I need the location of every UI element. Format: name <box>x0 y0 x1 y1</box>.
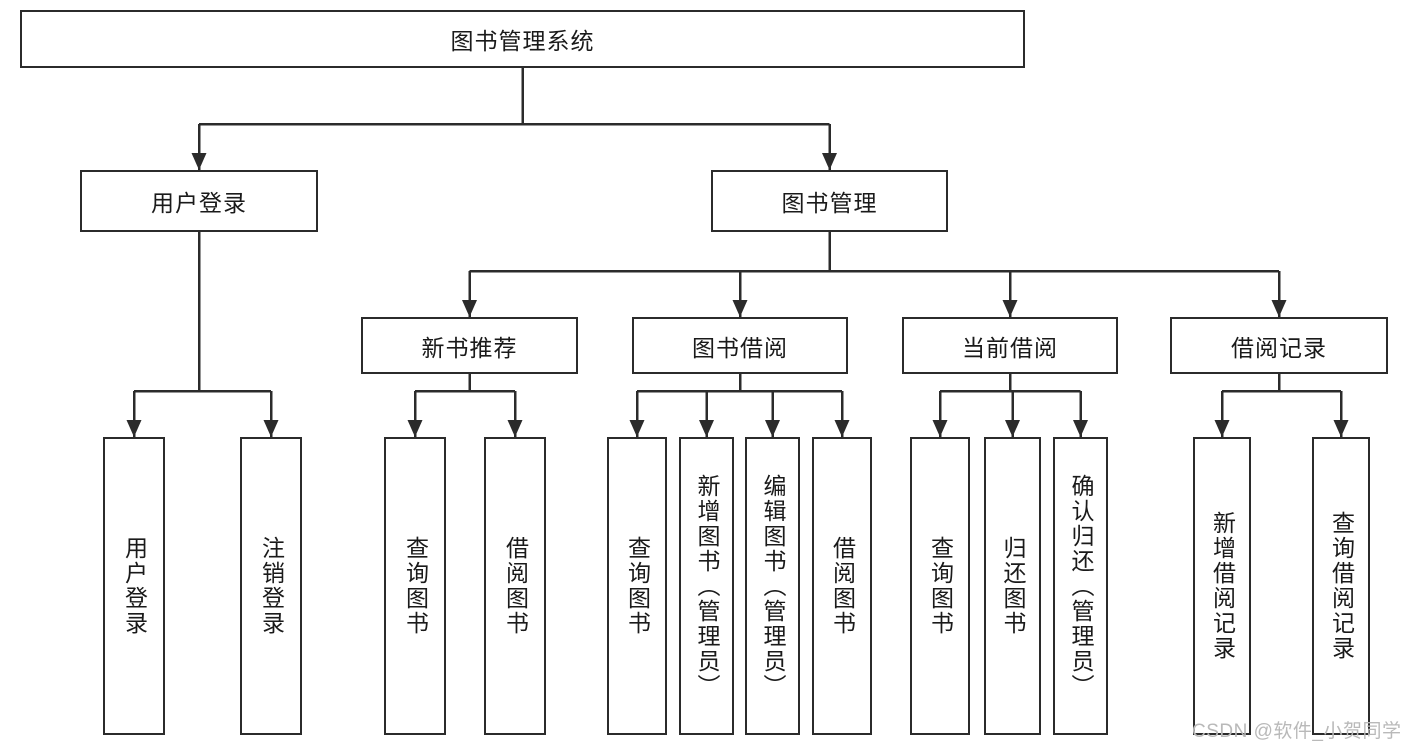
node-label: 借阅图书 <box>829 536 856 636</box>
node-label: 确认归还（管理员） <box>1068 473 1094 699</box>
node-label: 查询借阅记录 <box>1328 511 1355 661</box>
node-label: 注销登录 <box>258 536 285 636</box>
node-user-login[interactable]: 用户登录 <box>80 170 318 232</box>
node-leaf-borrow-book-1[interactable]: 借阅图书 <box>484 437 546 735</box>
node-label: 用户登录 <box>151 190 247 216</box>
node-book-borrow[interactable]: 图书借阅 <box>632 317 848 374</box>
node-label: 当前借阅 <box>962 334 1058 361</box>
node-label: 新书推荐 <box>421 334 518 361</box>
node-leaf-edit-book[interactable]: 编辑图书（管理员） <box>745 437 800 735</box>
node-new-book-recommend[interactable]: 新书推荐 <box>361 317 578 374</box>
node-label: 图书借阅 <box>692 334 788 361</box>
node-leaf-query-book-1[interactable]: 查询图书 <box>384 437 446 735</box>
node-label: 借阅记录 <box>1231 334 1327 361</box>
node-label: 归还图书 <box>1000 536 1026 636</box>
node-label: 编辑图书（管理员） <box>760 473 786 699</box>
node-leaf-query-book-2[interactable]: 查询图书 <box>607 437 667 735</box>
node-borrow-record[interactable]: 借阅记录 <box>1170 317 1388 374</box>
node-label: 查询图书 <box>927 536 954 636</box>
node-leaf-user-logout[interactable]: 注销登录 <box>240 437 302 735</box>
node-label: 查询图书 <box>624 536 651 636</box>
node-label: 新增借阅记录 <box>1209 511 1236 661</box>
node-label: 查询图书 <box>402 536 429 636</box>
node-leaf-add-book[interactable]: 新增图书（管理员） <box>679 437 734 735</box>
watermark: CSDN @软件_小贺同学 <box>1192 721 1402 742</box>
node-leaf-add-borrow-record[interactable]: 新增借阅记录 <box>1193 437 1251 735</box>
node-current-borrow[interactable]: 当前借阅 <box>902 317 1118 374</box>
node-book-management[interactable]: 图书管理 <box>711 170 948 232</box>
node-leaf-user-login[interactable]: 用户登录 <box>103 437 165 735</box>
node-label: 借阅图书 <box>502 536 529 636</box>
node-leaf-borrow-book-2[interactable]: 借阅图书 <box>812 437 872 735</box>
node-root-system[interactable]: 图书管理系统 <box>20 10 1025 68</box>
node-label: 用户登录 <box>121 536 148 636</box>
node-label: 图书管理 <box>781 190 878 216</box>
node-leaf-query-book-3[interactable]: 查询图书 <box>910 437 970 735</box>
node-leaf-return-book[interactable]: 归还图书 <box>984 437 1041 735</box>
node-label: 图书管理系统 <box>450 28 595 54</box>
node-leaf-query-borrow-record[interactable]: 查询借阅记录 <box>1312 437 1370 735</box>
node-label: 新增图书（管理员） <box>694 473 720 699</box>
node-leaf-confirm-return[interactable]: 确认归还（管理员） <box>1053 437 1108 735</box>
